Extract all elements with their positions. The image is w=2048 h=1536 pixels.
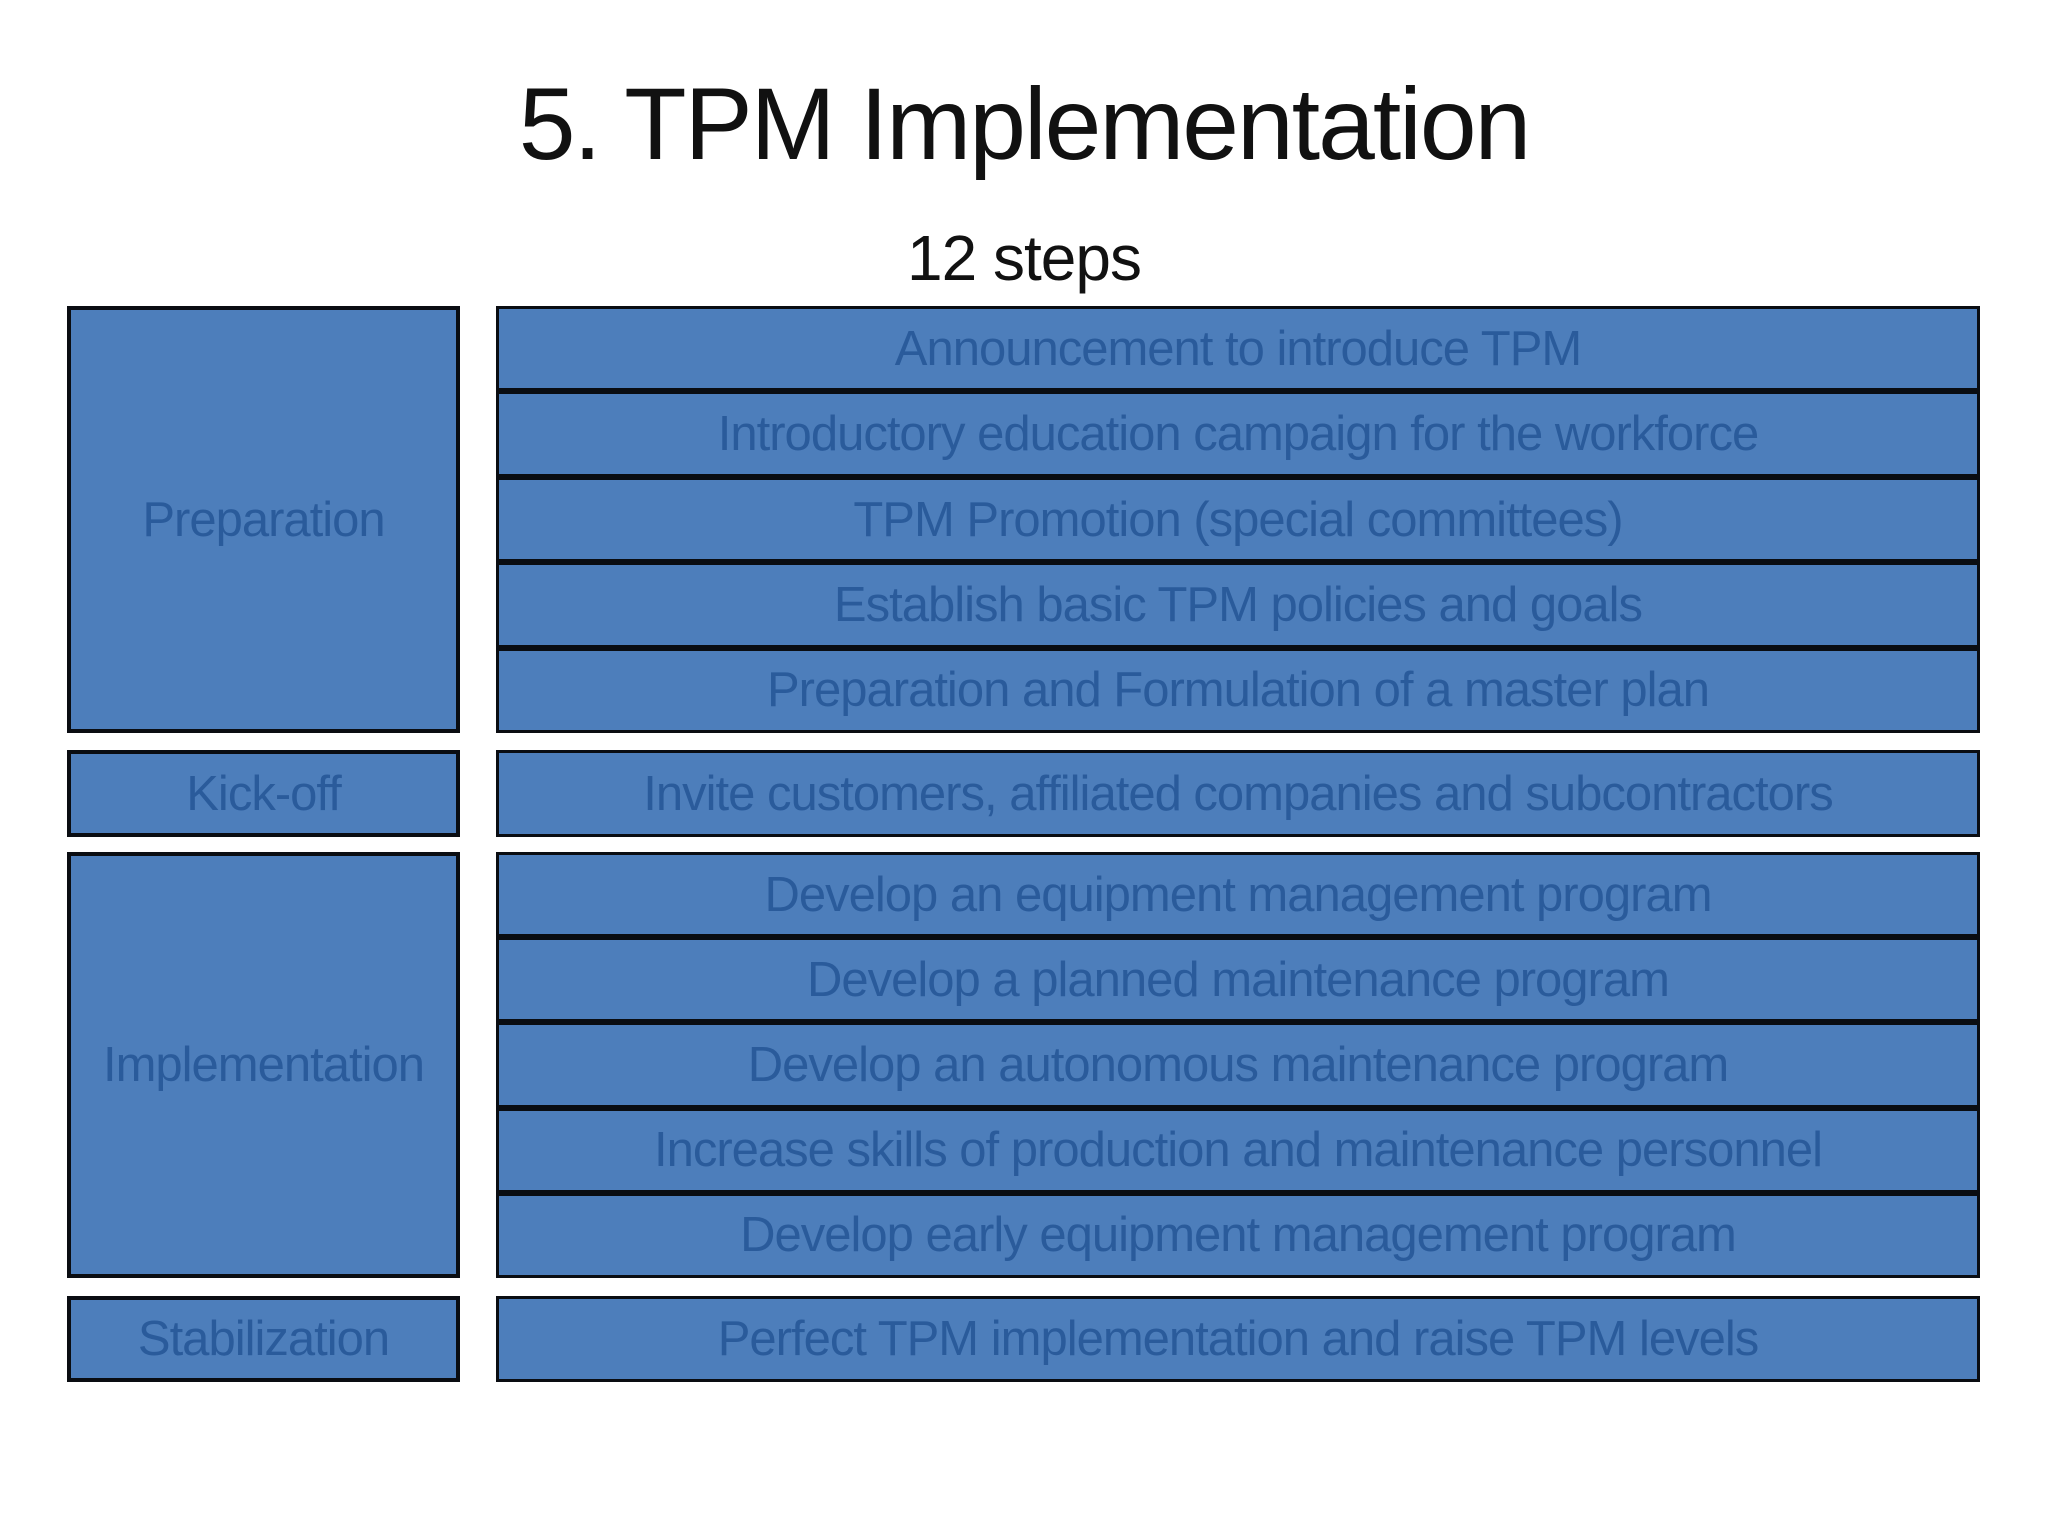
phase-label-implementation: Implementation [67, 852, 460, 1278]
page-subtitle: 12 steps [907, 222, 1142, 294]
step-row: Perfect TPM implementation and raise TPM… [496, 1296, 1980, 1382]
phase-stabilization: Stabilization Perfect TPM implementation… [67, 1296, 1980, 1382]
phase-steps-preparation: Announcement to introduce TPM Introducto… [496, 306, 1980, 734]
tpm-steps-diagram: Preparation Announcement to introduce TP… [67, 306, 1980, 1382]
step-row: Introductory education campaign for the … [496, 391, 1980, 477]
phase-preparation: Preparation Announcement to introduce TP… [67, 306, 1980, 734]
phase-label-preparation: Preparation [67, 306, 460, 733]
step-row: Invite customers, affiliated companies a… [496, 750, 1980, 837]
phase-kickoff: Kick-off Invite customers, affiliated co… [67, 750, 1980, 837]
step-row: Develop a planned maintenance program [496, 937, 1980, 1023]
phase-steps-stabilization: Perfect TPM implementation and raise TPM… [496, 1296, 1980, 1382]
step-row: Develop an equipment management program [496, 852, 1980, 938]
phase-steps-kickoff: Invite customers, affiliated companies a… [496, 750, 1980, 837]
phase-label-stabilization: Stabilization [67, 1296, 460, 1382]
phase-label-kickoff: Kick-off [67, 750, 460, 837]
step-row: Develop an autonomous maintenance progra… [496, 1022, 1980, 1108]
page-title: 5. TPM Implementation [518, 67, 1532, 181]
step-row: Increase skills of production and mainte… [496, 1107, 1980, 1193]
step-row: Develop early equipment management progr… [496, 1192, 1980, 1279]
step-row: Preparation and Formulation of a master … [496, 647, 1980, 734]
step-row: Announcement to introduce TPM [496, 306, 1980, 392]
phase-implementation: Implementation Develop an equipment mana… [67, 852, 1980, 1279]
step-row: TPM Promotion (special committees) [496, 476, 1980, 563]
phase-steps-implementation: Develop an equipment management program … [496, 852, 1980, 1279]
step-row: Establish basic TPM policies and goals [496, 562, 1980, 648]
